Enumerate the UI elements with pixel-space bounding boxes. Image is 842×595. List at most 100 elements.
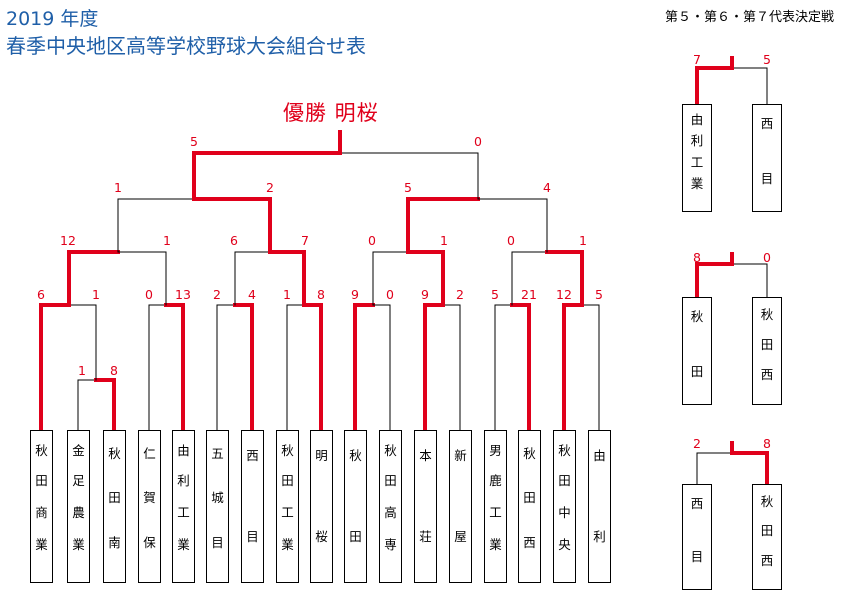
team-name-char: 秋 [690, 309, 704, 324]
score-label: 1 [283, 287, 291, 302]
team-name-char: 秋 [35, 443, 48, 458]
score-label: 2 [456, 287, 464, 302]
team-name-char: 足 [72, 473, 85, 488]
team-name-char: 利 [177, 473, 190, 488]
score-label: 1 [92, 287, 100, 302]
team-name-char: 由 [177, 443, 190, 458]
team-name-char: 西 [246, 448, 259, 463]
team-name-char: 秋 [349, 448, 362, 463]
score-label: 0 [507, 233, 515, 248]
team-name-char: 田 [760, 523, 774, 538]
score-label: 5 [763, 52, 771, 67]
team-name-char: 高 [384, 505, 397, 520]
team-name-char: 業 [35, 537, 48, 552]
score-label: 21 [521, 287, 537, 302]
team-box: 本荘 [414, 430, 437, 583]
score-label: 8 [763, 436, 771, 451]
team-name-char: 田 [760, 337, 774, 352]
score-label: 5 [190, 134, 198, 149]
score-label: 5 [491, 287, 499, 302]
score-label: 9 [421, 287, 429, 302]
team-box: 秋田 [344, 430, 367, 583]
team-name-char: 商 [35, 505, 48, 520]
champion-label: 優勝 明桜 [283, 101, 379, 125]
team-name-char: 専 [384, 537, 397, 552]
team-name-char: 秋 [558, 443, 571, 458]
score-label: 1 [440, 233, 448, 248]
team-name-char: 工 [489, 505, 502, 520]
score-label: 5 [404, 180, 412, 195]
score-label: 8 [317, 287, 325, 302]
team-box: 新屋 [449, 430, 472, 583]
team-name-char: 利 [690, 133, 704, 148]
score-label: 4 [543, 180, 551, 195]
score-label: 7 [693, 52, 701, 67]
team-name-char: 西 [523, 535, 536, 550]
team-name-char: 工 [177, 505, 190, 520]
score-label: 4 [248, 287, 256, 302]
score-label: 0 [474, 134, 482, 149]
score-label: 0 [386, 287, 394, 302]
score-label: 2 [693, 436, 701, 451]
team-name-char: 央 [558, 537, 571, 552]
score-label: 0 [763, 250, 771, 265]
team-box: 秋田 [682, 297, 712, 405]
team-name-char: 田 [108, 490, 121, 505]
team-box: 秋田南 [103, 430, 126, 583]
team-name-char: 西 [760, 367, 774, 382]
team-name-char: 農 [72, 505, 85, 520]
tournament-title: 春季中央地区高等学校野球大会組合せ表 [6, 34, 366, 58]
team-name-char: 目 [211, 535, 224, 550]
team-name-char: 田 [35, 473, 48, 488]
team-name-char: 荘 [419, 529, 432, 544]
team-box: 由利工業 [172, 430, 195, 583]
team-name-char: 秋 [760, 494, 774, 509]
team-name-char: 田 [384, 473, 397, 488]
team-name-char: 業 [72, 537, 85, 552]
team-name-char: 田 [690, 364, 704, 379]
team-box: 秋田中央 [553, 430, 576, 583]
team-name-char: 秋 [523, 446, 536, 461]
team-name-char: 城 [211, 490, 224, 505]
team-name-char: 賀 [143, 490, 156, 505]
score-label: 6 [230, 233, 238, 248]
score-label: 1 [78, 363, 86, 378]
team-name-char: 工 [690, 155, 704, 170]
team-name-char: 男 [489, 443, 502, 458]
team-name-char: 五 [211, 446, 224, 461]
team-name-char: 南 [108, 535, 121, 550]
team-box: 由利 [588, 430, 611, 583]
team-name-char: 業 [177, 537, 190, 552]
score-label: 12 [60, 233, 76, 248]
team-name-char: 由 [593, 448, 606, 463]
team-name-char: 由 [690, 112, 704, 127]
team-name-char: 屋 [454, 529, 467, 544]
score-label: 0 [145, 287, 153, 302]
team-box: 秋田西 [518, 430, 541, 583]
team-name-char: 秋 [760, 307, 774, 322]
score-label: 1 [579, 233, 587, 248]
team-name-char: 中 [558, 505, 571, 520]
team-box: 男鹿工業 [484, 430, 507, 583]
team-name-char: 西 [760, 116, 774, 131]
tournament-year: 2019 年度 [6, 8, 99, 30]
score-label: 0 [368, 233, 376, 248]
score-label: 2 [266, 180, 274, 195]
team-name-char: 田 [281, 473, 294, 488]
team-name-char: 目 [760, 171, 774, 186]
team-box: 由利工業 [682, 104, 712, 212]
team-name-char: 工 [281, 505, 294, 520]
score-label: 6 [37, 287, 45, 302]
team-name-char: 桜 [315, 529, 328, 544]
team-name-char: 新 [454, 448, 467, 463]
score-label: 7 [301, 233, 309, 248]
team-name-char: 仁 [143, 446, 156, 461]
team-name-char: 本 [419, 448, 432, 463]
team-box: 仁賀保 [138, 430, 161, 583]
score-label: 9 [351, 287, 359, 302]
team-box: 秋田西 [752, 484, 782, 590]
team-name-char: 保 [143, 535, 156, 550]
team-box: 金足農業 [67, 430, 90, 583]
team-name-char: 目 [690, 549, 704, 564]
